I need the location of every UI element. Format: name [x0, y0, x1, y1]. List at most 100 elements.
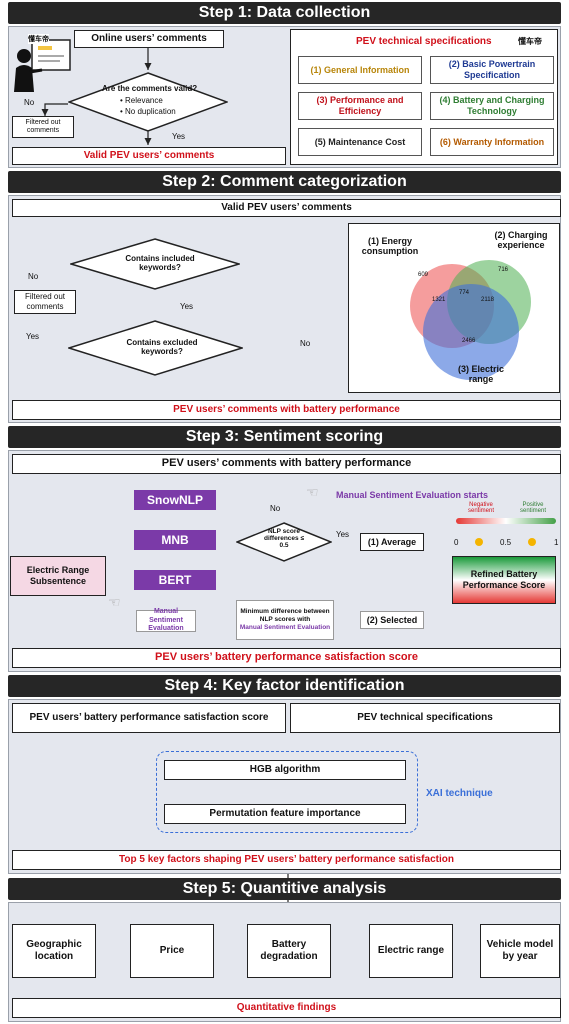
- manual-eval-label: Manual Sentiment Evaluation: [148, 608, 184, 633]
- xai-dashed-group: [156, 751, 418, 833]
- model-snownlp-label: SnowNLP: [147, 493, 203, 507]
- factor-vehicle-model: Vehicle model by year: [480, 924, 560, 978]
- criterion-relevance-label: Relevance: [125, 96, 163, 105]
- venn-center: 774: [459, 290, 470, 296]
- step4-spec-box: PEV technical specifications: [290, 703, 560, 733]
- step4-score-label: PEV users’ battery performance satisfact…: [29, 712, 269, 723]
- venn-label-charging: (2) Charging experience: [494, 230, 548, 250]
- spec-general: (1) General Information: [298, 56, 422, 84]
- factor-geographic-label: Geographic location: [26, 939, 82, 962]
- venn-charging-only: 716: [498, 267, 509, 273]
- step4-output-label: Top 5 key factors shaping PEV users’ bat…: [119, 854, 454, 865]
- yes-label-step2a: Yes: [180, 302, 194, 311]
- hgb-box: HGB algorithm: [164, 760, 406, 780]
- excluded-keywords-question: Contains excluded keywords?: [126, 338, 198, 356]
- min-diff-box: Minimum difference between NLP scores wi…: [236, 600, 334, 640]
- spec-battery: (4) Battery and Charging Technology: [430, 92, 554, 120]
- step3-header: Step 3: Sentiment scoring: [8, 426, 561, 448]
- online-comments-box: Online users’ comments: [74, 30, 224, 48]
- manual-starts-label: Manual Sentiment Evaluation starts: [336, 490, 489, 500]
- factor-price-label: Price: [159, 945, 185, 956]
- model-snownlp: SnowNLP: [134, 490, 216, 510]
- criterion-relevance: • Relevance: [120, 96, 163, 105]
- step3-input-label: PEV users’ comments with battery perform…: [161, 457, 412, 470]
- step2-valid-label: Valid PEV users’ comments: [221, 202, 352, 213]
- spec-general-label: (1) General Information: [310, 64, 410, 75]
- spec-maintenance: (5) Maintenance Cost: [298, 128, 422, 156]
- average-label: (1) Average: [367, 536, 417, 547]
- spec-battery-label: (4) Battery and Charging Technology: [439, 95, 545, 116]
- subsentence-box: Electric Range Subsentence: [10, 556, 106, 596]
- step5-output-box: Quantitative findings: [12, 998, 561, 1018]
- valid-comments-label: Valid PEV users’ comments: [83, 150, 215, 161]
- online-comments-label: Online users’ comments: [91, 33, 207, 44]
- manual-eval-box: Manual Sentiment Evaluation: [136, 608, 196, 633]
- permutation-label: Permutation feature importance: [209, 808, 361, 819]
- step4-output-box: Top 5 key factors shaping PEV users’ bat…: [12, 850, 561, 870]
- step3-output-label: PEV users’ battery performance satisfact…: [155, 651, 418, 664]
- included-keywords-diamond: [68, 238, 242, 290]
- scale-0: 0: [454, 538, 459, 547]
- spec-powertrain-label: (2) Basic Powertrain Specification: [448, 59, 536, 80]
- refined-score-box: Refined Battery Performance Score: [452, 556, 556, 604]
- hand-icon-bottom: ☜: [108, 594, 121, 610]
- spec-powertrain: (2) Basic Powertrain Specification: [430, 56, 554, 84]
- step1-header: Step 1: Data collection: [8, 2, 561, 24]
- criterion-duplication-label: No duplication: [125, 107, 176, 116]
- spec-title: PEV technical specifications: [356, 36, 492, 47]
- factor-electric-range-label: Electric range: [377, 945, 445, 956]
- no-label-step1: No: [24, 98, 35, 107]
- venn-energy-range: 1321: [432, 297, 446, 303]
- spec-warranty: (6) Warranty Information: [430, 128, 554, 156]
- negative-label: Negative sentiment: [467, 502, 494, 514]
- yes-label-step2b: Yes: [26, 332, 40, 341]
- filtered-label-step1: Filtered out comments: [25, 118, 61, 134]
- venn-diagram: [410, 260, 531, 380]
- selected-box: (2) Selected: [360, 611, 424, 629]
- included-keywords-question: Contains included keywords?: [125, 254, 195, 272]
- model-mnb-label: MNB: [161, 533, 189, 547]
- score-diff-label: NLP score differences ≤ 0.5: [263, 528, 305, 549]
- score-diff-diamond: [234, 522, 334, 562]
- no-label-step2b: No: [300, 339, 311, 348]
- step4-score-box: PEV users’ battery performance satisfact…: [12, 703, 286, 733]
- step3-output-box: PEV users’ battery performance satisfact…: [12, 648, 561, 668]
- step2-output-box: PEV users’ comments with battery perform…: [12, 400, 561, 420]
- step3-input-box: PEV users’ comments with battery perform…: [12, 454, 561, 474]
- factor-battery-degradation: Battery degradation: [247, 924, 331, 978]
- factor-price: Price: [130, 924, 214, 978]
- spec-maintenance-label: (5) Maintenance Cost: [314, 136, 406, 147]
- venn-label-energy: (1) Energy consumption: [361, 236, 419, 256]
- step5-output-label: Quantitative findings: [236, 1002, 337, 1013]
- step4-header: Step 4: Key factor identification: [8, 675, 561, 697]
- venn-label-range: (3) Electric range: [457, 364, 505, 384]
- venn-charging-range: 2118: [481, 297, 494, 303]
- subsentence-label: Electric Range Subsentence: [26, 565, 90, 586]
- step2-valid-box: Valid PEV users’ comments: [12, 199, 561, 217]
- permutation-box: Permutation feature importance: [164, 804, 406, 824]
- spec-performance: (3) Performance and Efficiency: [298, 92, 422, 120]
- hand-icon-top: ☜: [306, 484, 319, 500]
- factor-geographic: Geographic location: [12, 924, 96, 978]
- factor-vehicle-model-label: Vehicle model by year: [486, 939, 554, 962]
- validity-diamond: [66, 72, 230, 132]
- venn-panel: [348, 223, 560, 393]
- sentiment-scale: [454, 500, 560, 550]
- positive-label: Positive sentiment: [519, 502, 546, 514]
- refined-score-label: Refined Battery Performance Score: [462, 569, 546, 590]
- no-label-step3: No: [270, 504, 281, 513]
- scale-05: 0.5: [500, 538, 512, 547]
- step2-output-label: PEV users’ comments with battery perform…: [173, 404, 400, 415]
- filtered-box-step2: Filtered out comments: [14, 290, 76, 314]
- no-label-step2a: No: [28, 272, 39, 281]
- logo-left: 懂车帝: [28, 34, 49, 44]
- scale-1: 1: [554, 538, 559, 547]
- step5-header: Step 5: Quantitive analysis: [8, 878, 561, 900]
- filtered-label-step2: Filtered out comments: [24, 292, 66, 311]
- xai-label: XAI technique: [426, 788, 493, 799]
- min-diff-label: Minimum difference between NLP scores wi…: [240, 608, 330, 624]
- user-computer-icon: [12, 34, 72, 94]
- selected-label: (2) Selected: [366, 614, 418, 625]
- filtered-box-step1: Filtered out comments: [12, 116, 74, 138]
- excluded-keywords-diamond: [66, 320, 245, 376]
